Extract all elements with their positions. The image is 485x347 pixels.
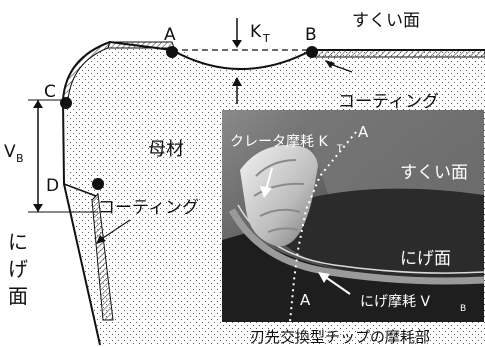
flank-face-label-line2: げ	[8, 257, 28, 281]
photo-flank-wear-label: にげ摩耗 V	[360, 293, 430, 310]
rake-face-label: すくい面	[352, 11, 420, 31]
point-c-marker	[60, 97, 72, 109]
point-a-marker	[166, 46, 178, 58]
photo-crater-wear-label: クレータ摩耗 K	[230, 133, 328, 150]
coating-layer-top-right	[312, 50, 485, 57]
base-material-label: 母材	[148, 139, 184, 160]
point-b-marker	[306, 46, 318, 58]
photo-section-a-top: A	[358, 123, 369, 141]
kt-subscript: T	[262, 32, 270, 45]
vb-arrow-bottom	[33, 204, 43, 212]
coating-left-label: コーティング	[98, 198, 199, 218]
photo-section-a-bottom: A	[300, 291, 311, 309]
vb-arrow-top	[33, 100, 43, 108]
photo-flank-face-label: にげ面	[400, 249, 451, 269]
photo-caption: 刃先交換型チップの摩耗部	[250, 328, 430, 346]
photo-flank-wear-subscript: B	[460, 304, 466, 314]
photo-crater-wear-subscript: T	[336, 144, 343, 154]
flank-face-label-line1: に	[8, 230, 28, 254]
flank-face-label-line3: 面	[8, 284, 28, 308]
photo-rake-face-label: すくい面	[400, 163, 468, 183]
point-a-label: A	[164, 25, 176, 45]
kt-arrow-top-head	[232, 40, 242, 48]
kt-label: K	[250, 22, 262, 42]
point-c-label: C	[44, 82, 56, 102]
coating-top-label: コーティング	[338, 92, 439, 112]
point-d-marker	[92, 178, 104, 190]
vb-label: V	[4, 142, 16, 162]
vb-subscript: B	[16, 152, 24, 165]
point-d-label: D	[46, 176, 59, 196]
point-b-label: B	[305, 25, 317, 45]
